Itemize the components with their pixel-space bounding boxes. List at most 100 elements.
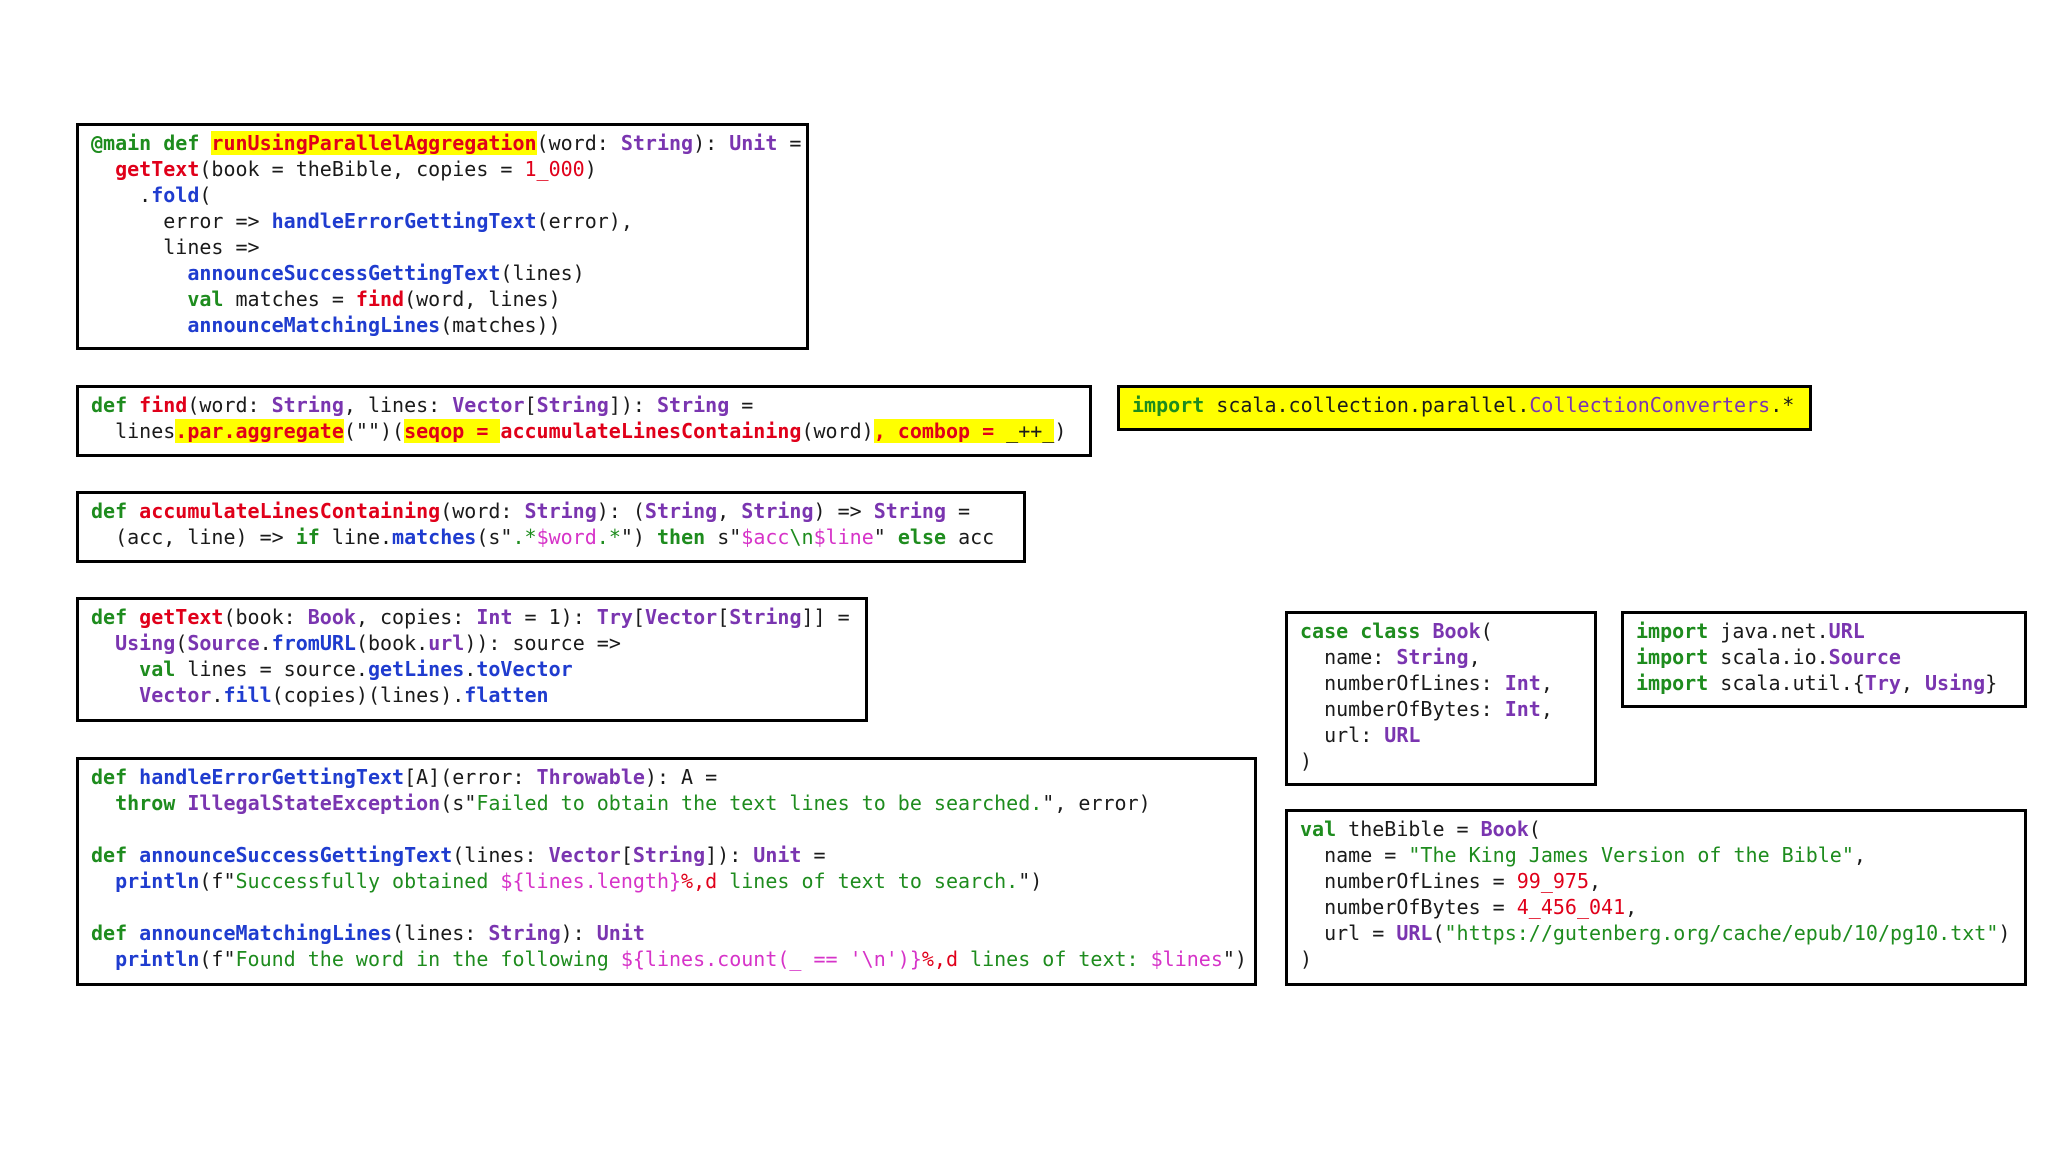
code-token: "https://gutenberg.org/cache/epub/10/pg1… xyxy=(1444,921,1999,945)
code-token: @main def xyxy=(91,131,212,155)
code-token: then xyxy=(657,525,706,549)
code-block-case-class-book: case class Book( name: String, numberOfL… xyxy=(1285,611,1597,786)
code-token: ") xyxy=(1222,947,1247,971)
code-line: numberOfBytes: Int, xyxy=(1300,696,1582,722)
code-line: def getText(book: Book, copies: Int = 1)… xyxy=(91,604,853,630)
code-token: Found the word in the following xyxy=(235,947,621,971)
code-token: String xyxy=(729,605,802,629)
code-token: find xyxy=(355,287,405,311)
code-token xyxy=(91,791,115,815)
code-token: " xyxy=(873,525,898,549)
code-token: Int xyxy=(1504,697,1541,721)
code-token: String xyxy=(271,393,344,417)
code-token: [ xyxy=(717,605,730,629)
code-token: (error), xyxy=(536,209,633,233)
code-token: _++_ xyxy=(1006,419,1055,443)
code-line: println(f"Found the word in the followin… xyxy=(91,946,1247,972)
code-token: println xyxy=(115,947,200,971)
code-token xyxy=(91,157,115,181)
code-token: (lines) xyxy=(500,261,585,285)
code-token: accumulateLinesContaining xyxy=(139,499,441,523)
code-token: URL xyxy=(1384,723,1421,747)
code-token: numberOfBytes: xyxy=(1300,697,1505,721)
code-token: , xyxy=(1468,645,1481,669)
code-token: .par.aggregate xyxy=(175,419,344,443)
code-token: Unit xyxy=(596,921,645,945)
code-token: (word: xyxy=(187,393,272,417)
code-token: Failed to obtain the text lines to be se… xyxy=(476,791,1043,815)
code-line: announceSuccessGettingText(lines) xyxy=(91,260,794,286)
code-block-get-text: def getText(book: Book, copies: Int = 1)… xyxy=(76,597,868,722)
code-token: . xyxy=(259,631,272,655)
code-token: String xyxy=(524,499,597,523)
code-line: def announceMatchingLines(lines: String)… xyxy=(91,920,1242,946)
code-token: val xyxy=(187,287,224,311)
code-line: def find(word: String, lines: Vector[Str… xyxy=(91,392,1077,418)
code-token xyxy=(91,683,139,707)
code-line: println(f"Successfully obtained ${lines.… xyxy=(91,868,1242,894)
code-token: $line xyxy=(813,525,874,549)
code-token: String xyxy=(488,921,561,945)
code-token: [A](error: xyxy=(404,765,537,789)
code-token: ) xyxy=(1300,749,1313,773)
code-token: lines of text: xyxy=(957,947,1151,971)
code-token: scala.io. xyxy=(1708,645,1829,669)
code-token: ): xyxy=(560,921,597,945)
code-token: ) xyxy=(1300,947,1313,971)
code-token: Book xyxy=(307,605,356,629)
code-block-the-bible: val theBible = Book( name = "The King Ja… xyxy=(1285,809,2027,986)
code-token: .* xyxy=(1770,393,1795,417)
code-token: ") xyxy=(620,525,657,549)
code-token: %,d xyxy=(681,869,718,893)
code-token: , lines: xyxy=(343,393,453,417)
code-token: import xyxy=(1636,645,1709,669)
code-token: $acc xyxy=(741,525,790,549)
code-token: def xyxy=(91,843,140,867)
code-token: . xyxy=(91,183,152,207)
code-token: (f" xyxy=(199,869,236,893)
code-line: def handleErrorGettingText[A](error: Thr… xyxy=(91,764,1242,790)
code-token: Unit xyxy=(753,843,802,867)
code-line: ) xyxy=(1300,748,1582,774)
code-line: def accumulateLinesContaining(word: Stri… xyxy=(91,498,1011,524)
code-token: println xyxy=(115,869,200,893)
code-token: numberOfLines: xyxy=(1300,671,1505,695)
code-line: import scala.util.{Try, Using} xyxy=(1636,670,2012,696)
code-token: line. xyxy=(319,525,393,549)
code-token: URL xyxy=(1828,619,1865,643)
code-token: toVector xyxy=(476,657,573,681)
code-token xyxy=(175,791,187,815)
code-token: Using xyxy=(115,631,176,655)
code-token: , xyxy=(1625,895,1638,919)
code-token xyxy=(91,313,187,337)
code-token: String xyxy=(741,499,814,523)
code-token: , xyxy=(1853,843,1866,867)
code-token: fold xyxy=(151,183,200,207)
code-token: ( xyxy=(1480,619,1493,643)
code-token: (word, lines) xyxy=(404,287,561,311)
code-token: ) => xyxy=(813,499,874,523)
code-line: def announceSuccessGettingText(lines: Ve… xyxy=(91,842,1242,868)
code-token: val xyxy=(1300,817,1337,841)
code-token: lines of text to search. xyxy=(717,869,1019,893)
code-token: Book xyxy=(1432,619,1481,643)
code-token: find xyxy=(139,393,188,417)
code-token: def xyxy=(91,921,140,945)
code-token: 99_975 xyxy=(1516,869,1589,893)
code-token: ]] = xyxy=(801,605,850,629)
code-token: [ xyxy=(620,843,633,867)
code-token: 1_000 xyxy=(524,157,585,181)
code-token: (s" xyxy=(476,525,513,549)
code-token: String xyxy=(656,393,730,417)
code-token: (word: xyxy=(440,499,525,523)
code-token: runUsingParallelAggregation xyxy=(211,131,537,155)
code-token: Throwable xyxy=(536,765,645,789)
code-token: [ xyxy=(632,605,645,629)
code-token: handleErrorGettingText xyxy=(271,209,537,233)
code-token: Source xyxy=(187,631,260,655)
code-token: String xyxy=(1396,645,1469,669)
code-line: name = "The King James Version of the Bi… xyxy=(1300,842,2012,868)
code-token: Successfully obtained xyxy=(235,869,501,893)
code-token: (lines: xyxy=(452,843,549,867)
